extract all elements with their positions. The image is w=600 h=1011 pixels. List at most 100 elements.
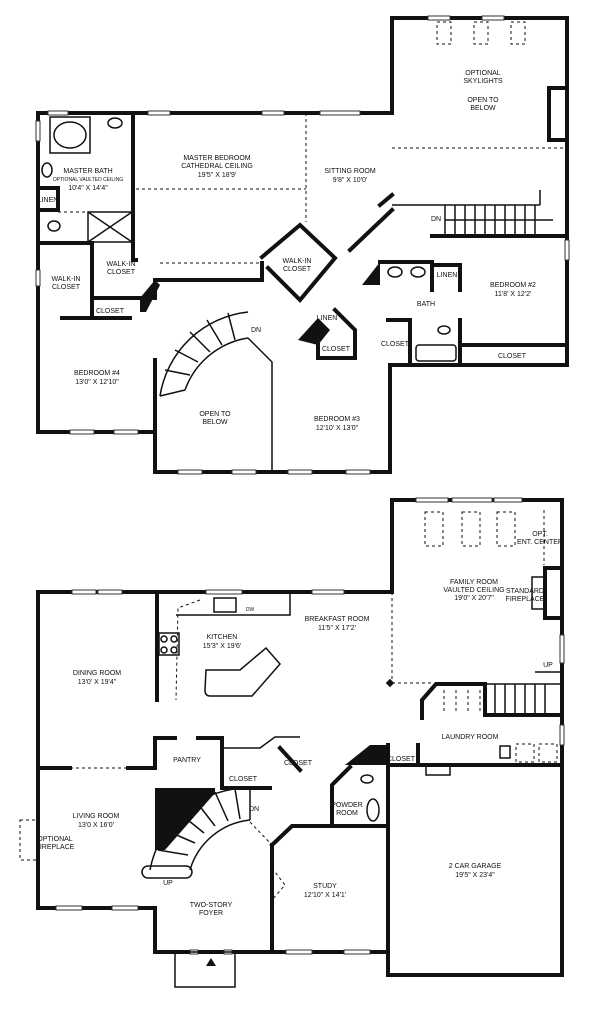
room-name: FOYER bbox=[199, 910, 223, 917]
bathtub-icon bbox=[415, 344, 457, 362]
window bbox=[427, 15, 451, 21]
fireplace bbox=[543, 566, 564, 620]
chimney bbox=[140, 280, 160, 312]
window bbox=[564, 239, 570, 261]
room-note: ENT. CENTER bbox=[517, 539, 563, 546]
stair-lower-right bbox=[443, 671, 562, 715]
room-size: 12'10' X 13'0" bbox=[316, 425, 359, 432]
stair-label: DN bbox=[249, 806, 259, 813]
chimney bbox=[155, 788, 215, 850]
kitchen-island bbox=[204, 646, 281, 697]
room-size: 15'3" X 19'6' bbox=[203, 643, 241, 650]
room-name: WALK-IN bbox=[52, 276, 81, 283]
optional-fireplace bbox=[19, 819, 39, 861]
window bbox=[481, 15, 505, 21]
wall bbox=[347, 207, 395, 253]
room-note: FIREPLACE bbox=[506, 596, 545, 603]
window bbox=[319, 110, 361, 116]
room-name: CLOSET bbox=[107, 269, 136, 276]
room-name: LINEN bbox=[437, 272, 458, 279]
toilet-icon bbox=[47, 220, 61, 232]
chimney bbox=[547, 86, 569, 142]
room-name: WALK-IN bbox=[283, 258, 312, 265]
room-name: BATH bbox=[417, 301, 435, 308]
chimney bbox=[345, 745, 388, 765]
wall bbox=[430, 263, 462, 292]
room-name: TWO-STORY bbox=[190, 902, 233, 909]
room-name: CLOSET bbox=[284, 760, 313, 767]
chimney bbox=[298, 318, 330, 345]
room-size: 19'0" X 20'7" bbox=[454, 595, 494, 602]
room-name: DINING ROOM bbox=[73, 670, 121, 677]
toilet-icon bbox=[437, 325, 451, 335]
room-name: MASTER BATH bbox=[63, 168, 112, 175]
room-name: MASTER BEDROOM bbox=[183, 155, 250, 162]
room-name: STUDY bbox=[313, 883, 337, 890]
lower-labels: DINING ROOM 13'0' X 19'4" KITCHEN 15'3" … bbox=[36, 531, 563, 917]
room-name: CLOSET bbox=[283, 266, 312, 273]
dishwasher-label: DW bbox=[246, 607, 255, 613]
front-porch bbox=[174, 951, 236, 988]
skylight bbox=[436, 21, 452, 45]
room-name: CLOSET bbox=[229, 776, 258, 783]
room-name: SITTING ROOM bbox=[324, 168, 376, 175]
room-name: CLOSET bbox=[381, 341, 410, 348]
room-name: BREAKFAST ROOM bbox=[305, 616, 370, 623]
room-name: CLOSET bbox=[52, 284, 81, 291]
upper-outer-wall bbox=[36, 16, 569, 474]
room-note: OPTIONAL bbox=[465, 70, 501, 77]
room-note: FIREPLACE bbox=[36, 844, 75, 851]
window bbox=[261, 110, 285, 116]
toilet-icon bbox=[360, 774, 374, 784]
stair-label: DN bbox=[431, 216, 441, 223]
room-name: LIVING ROOM bbox=[73, 813, 120, 820]
entry-arrow-icon bbox=[206, 958, 216, 966]
window bbox=[35, 120, 41, 142]
room-note: BELOW bbox=[470, 105, 496, 112]
room-name: LAUNDRY ROOM bbox=[442, 734, 499, 741]
room-size: 11'8' X 12'2' bbox=[495, 291, 532, 298]
upper-labels: MASTER BATH OPTIONAL VAULTED CEILING 10'… bbox=[38, 70, 536, 432]
wall bbox=[36, 241, 94, 320]
bathtub-icon bbox=[53, 121, 87, 149]
room-name: KITCHEN bbox=[207, 634, 238, 641]
skylight bbox=[510, 21, 526, 45]
room-note: VAULTED CEILING bbox=[443, 587, 504, 594]
window bbox=[177, 469, 203, 475]
room-note: BELOW bbox=[202, 419, 228, 426]
room-name: BEDROOM #2 bbox=[490, 282, 536, 289]
room-note: OPTIONAL VAULTED CEILING bbox=[53, 177, 123, 183]
room-name: BEDROOM #3 bbox=[314, 416, 360, 423]
sink-icon bbox=[366, 798, 380, 822]
room-name: CLOSET bbox=[387, 756, 416, 763]
window bbox=[147, 110, 171, 116]
room-note: SKYLIGHTS bbox=[463, 78, 503, 85]
room-name: FAMILY ROOM bbox=[450, 579, 498, 586]
walkin-closet-diag bbox=[259, 222, 338, 303]
room-name: 2 CAR GARAGE bbox=[449, 863, 502, 870]
stair-upper-right bbox=[392, 190, 569, 238]
window bbox=[113, 429, 139, 435]
room-name: WALK-IN bbox=[107, 261, 136, 268]
wall bbox=[330, 764, 353, 825]
wall bbox=[131, 111, 138, 262]
upper-floor bbox=[35, 15, 570, 475]
room-note: CATHEDRAL CEILING bbox=[181, 163, 253, 170]
sink-icon bbox=[107, 117, 123, 129]
room-name: CLOSET bbox=[498, 353, 527, 360]
closet-wall bbox=[316, 307, 357, 360]
room-size: 11'5" X 17'2' bbox=[318, 625, 356, 632]
stair-label: UP bbox=[543, 662, 553, 669]
wall bbox=[90, 278, 174, 300]
room-name: PANTRY bbox=[173, 757, 201, 764]
stair-label: DN bbox=[251, 327, 261, 334]
room-name: BEDROOM #4 bbox=[74, 370, 120, 377]
room-size: 13'0" X 12'10" bbox=[75, 379, 119, 386]
room-size: 19'5" X 23'4" bbox=[455, 872, 495, 879]
wall bbox=[378, 260, 434, 292]
curved-stair-upper bbox=[153, 311, 273, 474]
room-name: LINEN bbox=[38, 197, 59, 204]
window bbox=[69, 429, 95, 435]
lower-floor bbox=[19, 497, 565, 988]
